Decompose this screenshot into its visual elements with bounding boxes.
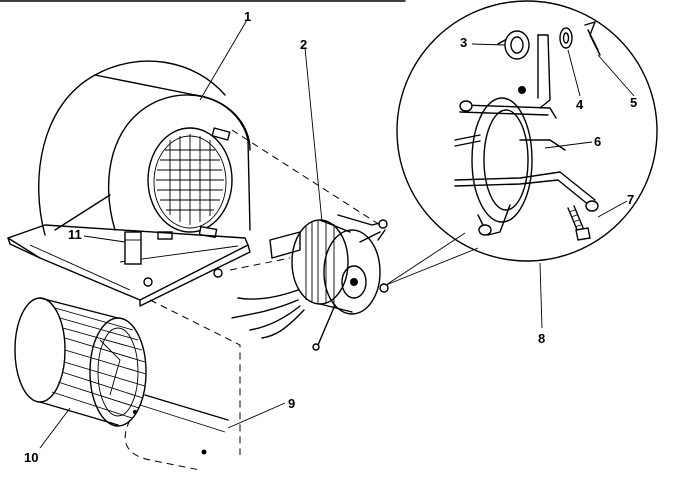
motor-mount-detail: [385, 0, 658, 286]
alignment-line: [229, 257, 291, 271]
alignment-line: [149, 299, 241, 455]
callout-9: 9: [288, 396, 295, 411]
callout-4: 4: [576, 97, 584, 112]
alignment-line: [231, 129, 381, 226]
callout-1: 1: [244, 9, 251, 24]
callout-3: 3: [460, 35, 467, 50]
blower-housing: [7, 60, 251, 307]
callout-11: 11: [68, 227, 82, 242]
callout-10: 10: [24, 450, 38, 465]
callout-7: 7: [627, 192, 634, 207]
blower-motor: [231, 214, 389, 351]
blower-wheel: [14, 297, 147, 427]
capacitor: [124, 231, 142, 265]
callout-2: 2: [300, 37, 307, 52]
callout-5: 5: [630, 95, 637, 110]
callout-6: 6: [594, 134, 601, 149]
housing-cutoff-plate: [124, 394, 229, 471]
leader-lines: [39, 19, 635, 449]
callout-8: 8: [538, 331, 545, 346]
